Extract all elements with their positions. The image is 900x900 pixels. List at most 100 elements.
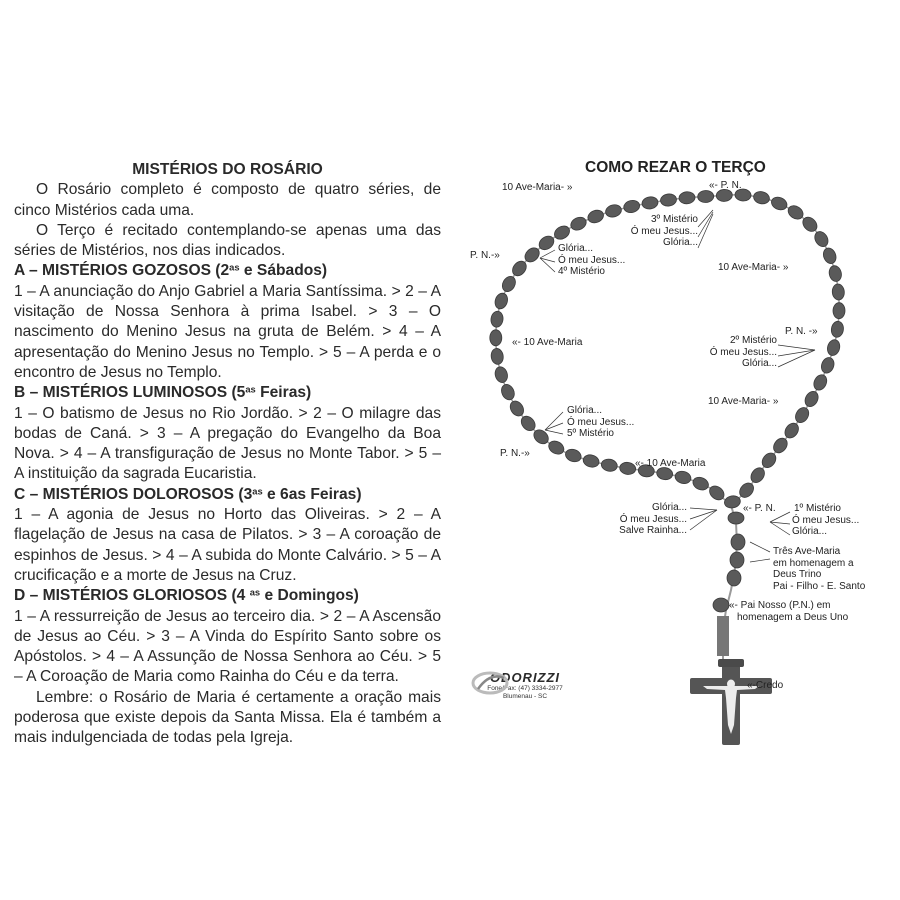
pendant-bead	[729, 551, 745, 569]
rosary-bead	[489, 329, 503, 347]
label-ave-right: 10 Ave-Maria- »	[708, 396, 779, 407]
label-ave-top-right: 10 Ave-Maria- »	[718, 262, 789, 273]
rosary-bead	[674, 470, 692, 484]
intro-paragraph-1: O Rosário completo é composto de quatro …	[14, 181, 441, 219]
pointer-line	[544, 429, 564, 435]
rosary-bead	[582, 454, 600, 468]
rosary-bead	[724, 495, 741, 509]
pointer-line	[777, 349, 816, 357]
rosary-illustration	[489, 188, 846, 745]
pointer-line	[697, 209, 714, 228]
rosary-bead	[802, 216, 818, 232]
label-pointers	[539, 209, 816, 563]
rosary-bead	[795, 407, 810, 423]
rosary-bead	[830, 320, 844, 338]
section-d-heading: D – MISTÉRIOS GLORIOSOS (4 as e Domingos…	[14, 587, 359, 605]
pointer-line	[749, 558, 771, 563]
rosary-bead	[787, 205, 804, 220]
section-c-body: 1 – A agonia de Jesus no Horto das Olive…	[14, 506, 441, 584]
rosary-bead	[813, 374, 828, 391]
rosary-bead	[821, 357, 835, 374]
rosary-bead	[512, 260, 527, 277]
pendant-bead	[727, 511, 745, 525]
diagram-title: COMO REZAR O TERÇO	[585, 159, 766, 176]
pointer-line	[697, 213, 714, 249]
rosary-bead	[641, 196, 659, 210]
pointer-line	[544, 411, 564, 431]
pointer-line	[749, 541, 771, 553]
label-ave-left: «- 10 Ave-Maria	[512, 337, 583, 348]
rosary-bead	[501, 384, 515, 401]
section-b-body: 1 – O batismo de Jesus no Rio Jordão. > …	[14, 404, 441, 483]
pointer-line	[539, 249, 556, 259]
label-ave-top-left: 10 Ave-Maria- »	[502, 182, 573, 193]
rosary-bead	[494, 366, 508, 383]
rosary-bead	[827, 339, 841, 356]
rosary-bead	[828, 265, 842, 282]
rosary-bead	[709, 485, 725, 501]
pointer-line	[689, 509, 718, 520]
section-d-body: 1 – A ressurreição de Jesus ao terceiro …	[14, 607, 441, 686]
rosary-bead	[570, 216, 587, 231]
publisher-phone: Fone/Fax: (47) 3334-2977	[487, 685, 563, 692]
pointer-line	[544, 422, 564, 431]
rosary-bead	[804, 391, 819, 407]
rosary-bead	[715, 188, 733, 202]
rosary-bead	[832, 302, 846, 320]
pointer-line	[769, 511, 791, 523]
rosary-bead	[565, 448, 582, 463]
rosary-bead	[509, 400, 524, 417]
pendant-bead	[712, 597, 730, 613]
rosary-bead	[831, 283, 845, 301]
closing-paragraph: Lembre: o Rosário de Maria é certamente …	[14, 688, 441, 747]
pendant-cord	[717, 616, 729, 656]
rosary-bead	[637, 464, 655, 478]
publisher-city: Blumenau - SC	[502, 693, 548, 700]
rosary-bead	[619, 461, 637, 475]
rosary-bead	[548, 440, 565, 455]
section-a-body: 1 – A anunciação do Anjo Gabriel a Maria…	[14, 282, 441, 381]
rosary-bead	[554, 225, 570, 240]
rosary-bead	[623, 199, 641, 214]
rosary-beads	[489, 188, 846, 656]
label-credo: «-Credo	[747, 680, 784, 691]
rosary-bead	[494, 292, 508, 310]
rosary-bead	[761, 452, 777, 469]
section-a-heading: A – MISTÉRIOS GOZOSOS (2as e Sábados)	[14, 262, 328, 280]
intro-paragraph-2: O Terço é recitado contemplando-se apena…	[14, 221, 441, 260]
label-pn-left-bottom: P. N.-»	[500, 448, 530, 459]
label-ave-bottom: «- 10 Ave-Maria	[635, 458, 706, 469]
pendant-bead	[726, 569, 742, 587]
label-pn-top: «- P. N.	[709, 180, 742, 191]
rosary-bead	[739, 482, 754, 498]
pointer-line	[689, 509, 718, 531]
rosary-bead	[533, 429, 549, 445]
pointer-line	[777, 349, 816, 368]
mysteries-title: MISTÉRIOS DO ROSÁRIO	[132, 161, 323, 178]
rosary-diagram: COMO REZAR O TERÇO 10 Ave-Maria- » «- P.…	[455, 150, 900, 760]
rosary-bead	[490, 310, 504, 328]
rosary-bead	[600, 458, 618, 472]
rosary-bead	[538, 235, 555, 251]
rosary-bead	[734, 188, 752, 202]
rosary-bead	[692, 476, 709, 491]
pointer-line	[769, 521, 791, 525]
cross-inscription	[718, 659, 744, 667]
label-mystery-5: Glória...Ó meu Jesus...5º Mistério	[567, 405, 635, 439]
rosary-bead	[656, 467, 674, 481]
pendant-bead	[730, 533, 746, 551]
christ-figure	[703, 686, 759, 734]
label-pn-left-top: P. N.-»	[470, 250, 500, 261]
publisher-logo-icon	[471, 671, 509, 695]
rosary-bead	[524, 247, 540, 263]
section-b-heading: B – MISTÉRIOS LUMINOSOS (5as Feiras)	[14, 384, 312, 402]
rosary-bead	[822, 247, 837, 264]
rosary-bead	[490, 348, 504, 365]
rosary-bead	[753, 191, 770, 205]
rosary-bead	[697, 190, 715, 203]
rosary-bead	[784, 422, 799, 439]
rosary-bead	[773, 437, 788, 454]
